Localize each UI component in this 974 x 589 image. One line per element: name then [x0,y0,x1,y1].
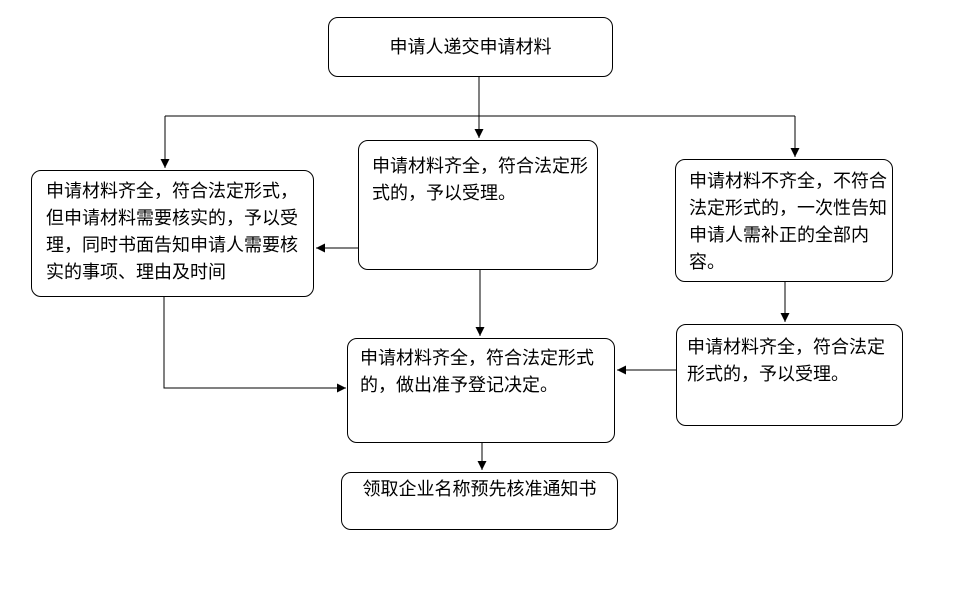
node-text-line: 形式的，予以受理。 [687,364,849,385]
node-text-line: 申请材料不齐全，不符合 [689,171,887,192]
node-accept-after-correction: 申请材料齐全，符合法定 形式的，予以受理。 [676,324,903,426]
node-receive-preapproval-notice: 领取企业名称预先核准通知书 [341,472,618,530]
node-text-line: 的，做出准予登记决定。 [360,375,558,396]
node-text-line: 但申请材料需要核实的，予以受 [46,208,298,229]
node-text-line: 式的，予以受理。 [372,183,516,204]
node-text-line: 申请材料齐全，符合法定形式 [360,348,594,369]
node-accept-complete: 申请材料齐全，符合法定形 式的，予以受理。 [358,140,598,270]
node-text-line: 申请材料齐全，符合法定 [687,337,885,358]
node-approve-registration-decision: 申请材料齐全，符合法定形式 的，做出准予登记决定。 [347,338,615,443]
node-text-line: 申请人需补正的全部内 [689,225,869,246]
node-text-line: 领取企业名称预先核准通知书 [362,479,597,500]
node-text-line: 理，同时书面告知申请人需要核 [46,235,298,256]
node-accept-with-verification: 申请材料齐全，符合法定形式， 但申请材料需要核实的，予以受 理，同时书面告知申请… [31,170,314,297]
node-incomplete-notify-correction: 申请材料不齐全，不符合 法定形式的，一次性告知 申请人需补正的全部内 容。 [675,159,893,282]
node-text-line: 申请材料齐全，符合法定形 [372,156,588,177]
node-text-line: 实的事项、理由及时间 [46,262,226,283]
node-text-line: 申请材料齐全，符合法定形式， [46,181,298,202]
connector-verify-to-decision [163,297,346,393]
node-text-line: 容。 [689,252,725,273]
node-text-line: 申请人递交申请材料 [389,36,552,58]
node-submit-materials: 申请人递交申请材料 [328,17,613,77]
node-text-line: 法定形式的，一次性告知 [689,198,887,219]
